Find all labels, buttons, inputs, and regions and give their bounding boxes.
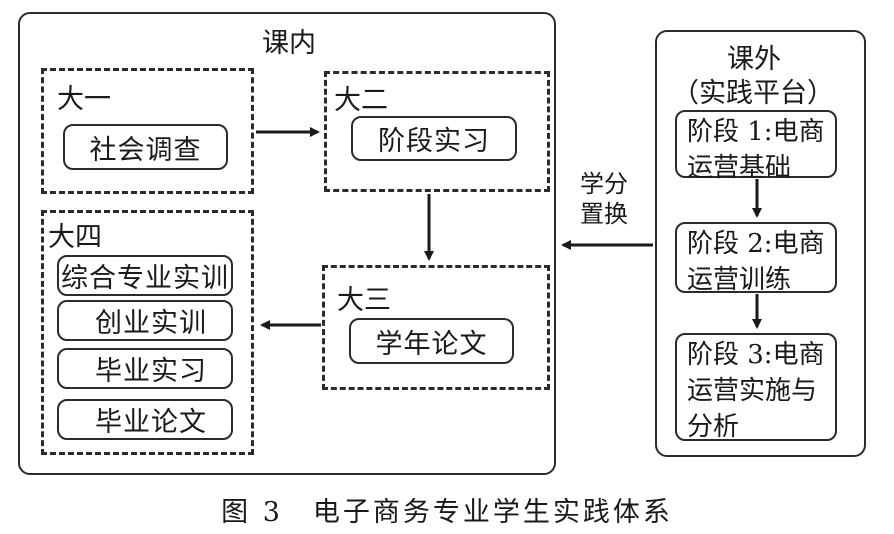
year4-item-graduation-internship: 毕业实习 <box>57 348 233 389</box>
year4-item-comprehensive-training: 综合专业实训 <box>57 255 233 296</box>
year4-item-graduation-thesis: 毕业论文 <box>57 399 233 440</box>
year1-group <box>41 68 254 194</box>
out-class-title: 课外 <box>727 44 781 75</box>
out-class-stage-2: 阶段 2:电商 运营训练 <box>675 222 837 295</box>
out-class-stage-3: 阶段 3:电商 运营实施与 分析 <box>675 333 837 442</box>
year1-item-social-survey: 社会调查 <box>63 124 228 170</box>
year3-group <box>322 265 550 390</box>
figure-caption: 图 3 电子商务专业学生实践体系 <box>221 497 673 528</box>
in-class-panel <box>18 12 556 475</box>
year3-item-annual-thesis: 学年论文 <box>349 318 514 364</box>
out-class-subtitle: （实践平台） <box>672 78 834 109</box>
year3-label: 大三 <box>337 285 391 316</box>
year1-label: 大一 <box>57 84 111 115</box>
year4-group <box>41 210 254 455</box>
year2-group <box>324 71 550 192</box>
credit-swap-label-line2: 置换 <box>580 200 628 228</box>
out-class-stage-1: 阶段 1:电商 运营基础 <box>675 110 837 183</box>
year4-label: 大四 <box>48 222 102 253</box>
year2-label: 大二 <box>334 85 388 116</box>
year4-item-entrepreneurship-training: 创业实训 <box>57 300 233 341</box>
in-class-title: 课内 <box>262 28 316 59</box>
out-class-panel <box>655 30 866 457</box>
year2-item-stage-internship: 阶段实习 <box>351 116 517 161</box>
credit-swap-label-line1: 学分 <box>580 170 628 198</box>
